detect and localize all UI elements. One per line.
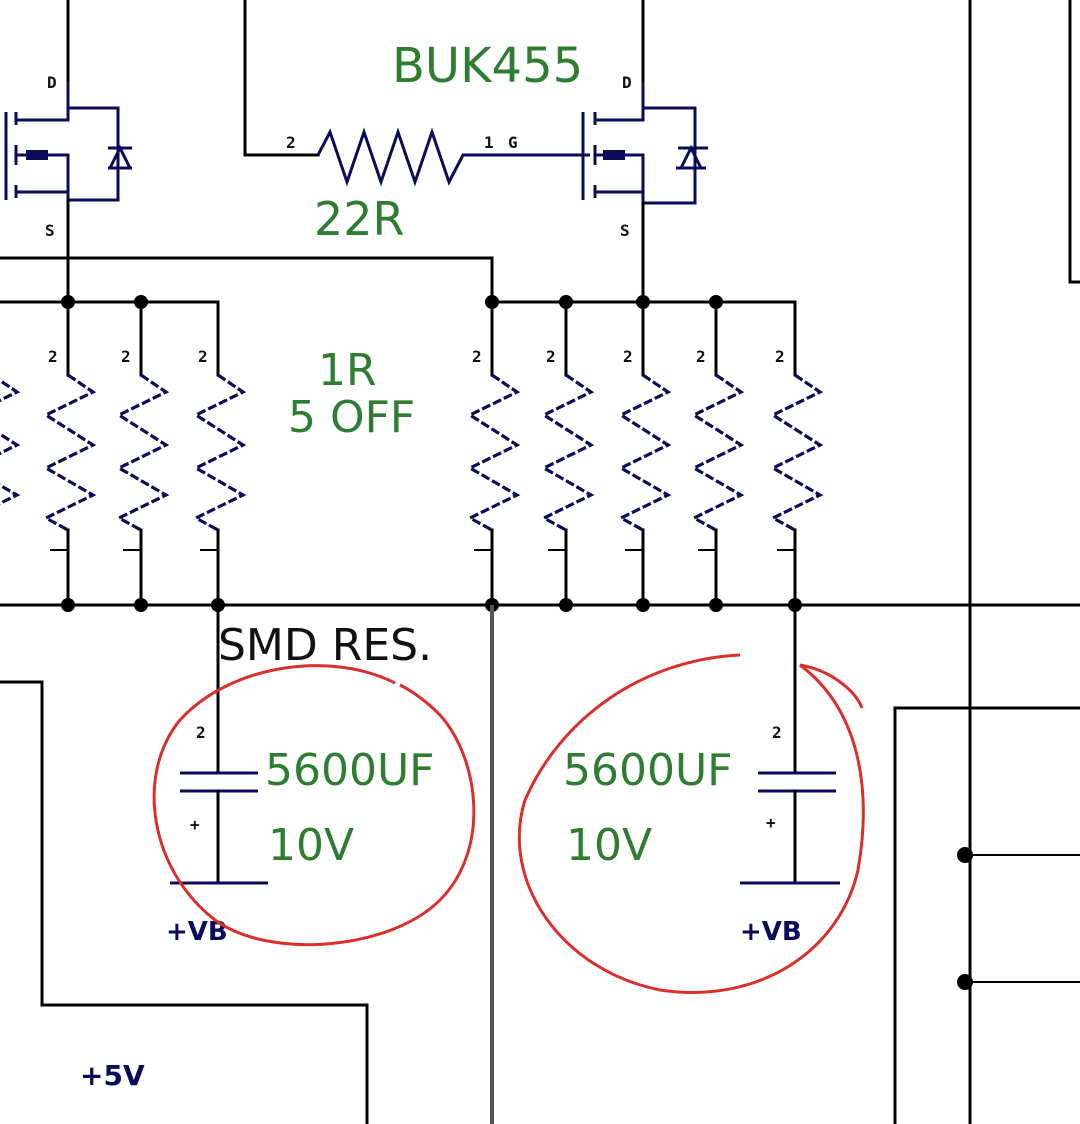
mosfet-right-drain-body <box>595 82 697 205</box>
junction-dot <box>61 295 75 309</box>
junction-dot <box>559 598 573 612</box>
wire <box>243 0 320 157</box>
pin-label-drain: D <box>47 73 57 92</box>
cap-pin-plus: + <box>766 813 776 832</box>
cap-pin-top: 2 <box>772 723 782 742</box>
resistor-bank: 222222222 <box>0 295 824 612</box>
junction-dot <box>957 974 973 990</box>
cap-pin-top: 2 <box>196 723 206 742</box>
diode-icon <box>108 144 132 170</box>
junction-dot <box>709 295 723 309</box>
junction-dot <box>134 598 148 612</box>
resistor-bank-count: 5 OFF <box>288 392 415 443</box>
mosfet-part-label: BUK455 <box>392 38 583 94</box>
capacitor-right: 2 + 5600UF 10V +VB <box>563 603 840 947</box>
junction-dot <box>485 295 499 309</box>
resistor-icon <box>466 373 521 532</box>
junction-dot <box>559 295 573 309</box>
junction-dot <box>636 598 650 612</box>
mosfet-left-source <box>16 153 70 200</box>
wire <box>893 706 1080 1124</box>
net-label-vb: +VB <box>740 917 802 947</box>
resistor-bank-value: 1R <box>318 345 377 396</box>
cap-value: 5600UF <box>563 745 733 796</box>
annotation-circle-left <box>152 664 476 947</box>
resistor-pin-top: 2 <box>775 347 785 366</box>
cap-pin-plus: + <box>190 815 200 834</box>
resistor-icon <box>192 373 247 532</box>
wire <box>0 256 494 304</box>
junction-dot <box>134 295 148 309</box>
resistor-icon <box>540 373 595 532</box>
resistor-pin-top: 2 <box>696 347 706 366</box>
capacitor-left: 2 + 5600UF 10V +VB <box>166 658 435 947</box>
pin-label-source: S <box>620 221 630 240</box>
resistor-pin-top: 2 <box>198 347 208 366</box>
resistor-pin-top: 2 <box>623 347 633 366</box>
resistor-pin-top: 2 <box>546 347 556 366</box>
resistor-icon <box>690 373 745 532</box>
mosfet-right-source <box>595 153 645 203</box>
wire <box>1068 0 1080 284</box>
resistor-icon <box>316 127 590 187</box>
resistor-icon <box>42 373 97 532</box>
resistor-icon <box>0 378 21 506</box>
cap-voltage: 10V <box>566 820 652 871</box>
net-label-5v: +5V <box>80 1059 145 1092</box>
gate-resistor-value: 22R <box>314 192 405 246</box>
annotation-circle-right <box>517 653 865 994</box>
resistor-icon <box>769 373 824 532</box>
arrow-icon <box>26 150 48 160</box>
resistor-pin-top: 2 <box>48 347 58 366</box>
resistor-pin-top: 2 <box>472 347 482 366</box>
arrow-icon <box>603 150 625 160</box>
cap-voltage: 10V <box>268 820 354 871</box>
pin-label-source: S <box>45 221 55 240</box>
diode-icon <box>676 144 708 170</box>
gate-pin-label: G <box>508 133 518 152</box>
resistor-pin-top: 2 <box>121 347 131 366</box>
junction-dot <box>636 295 650 309</box>
gate-resistor-pin-left: 2 <box>286 133 296 152</box>
gate-resistor-pin-right: 1 <box>484 133 494 152</box>
cap-value: 5600UF <box>265 745 435 796</box>
gate-resistor: 2 1 G 22R <box>243 0 590 246</box>
wire <box>0 680 369 1124</box>
smd-res-note: SMD RES. <box>218 620 432 671</box>
junction-dot <box>709 598 723 612</box>
pin-label-drain: D <box>622 73 632 92</box>
junction-dot <box>957 847 973 863</box>
mosfet-right: BUK455 D S <box>392 0 708 304</box>
resistor-icon <box>115 373 170 532</box>
resistor-icon <box>617 373 672 532</box>
mosfet-left: D S <box>4 0 132 302</box>
junction-dot <box>61 598 75 612</box>
